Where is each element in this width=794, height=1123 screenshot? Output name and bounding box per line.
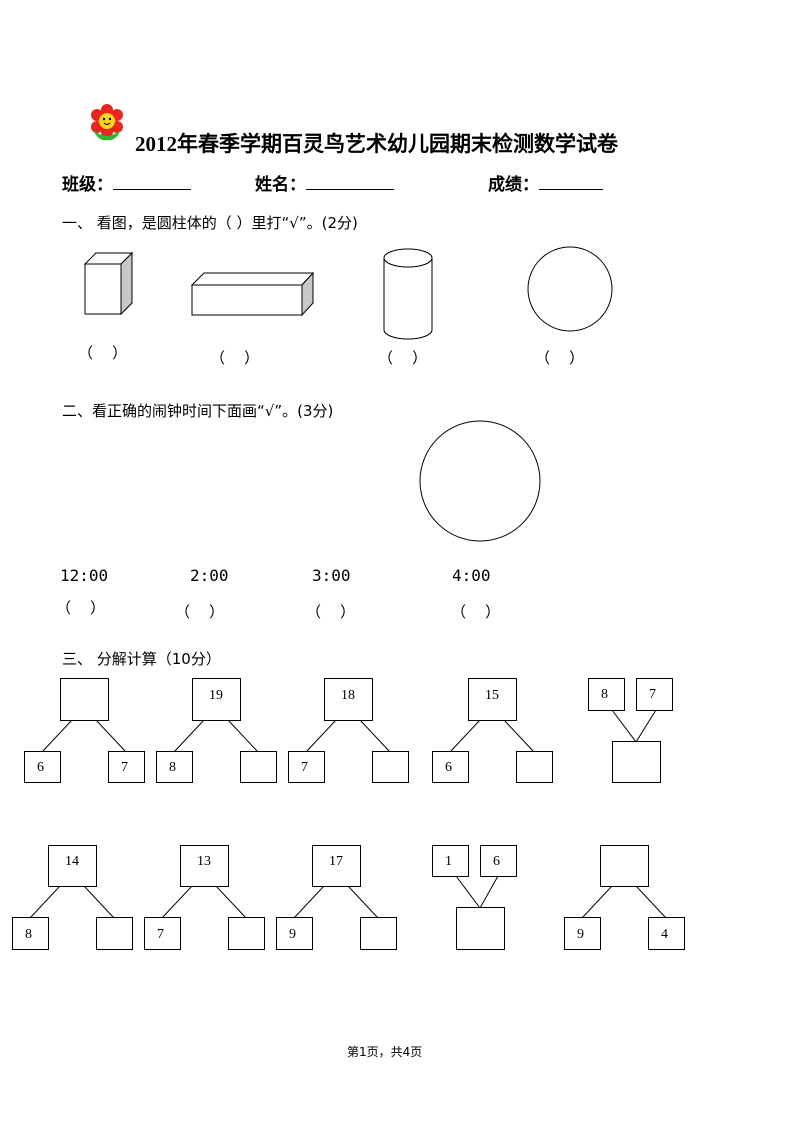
compose-1-bottom-box[interactable] [612, 741, 661, 783]
compose-2-bottom-box[interactable] [456, 907, 505, 950]
page-title: 2012年春季学期百灵鸟艺术幼儿园期末检测数学试卷 [135, 132, 618, 156]
name-label: 姓名： [255, 175, 306, 195]
answer-paren-1200[interactable]: （ ） [56, 599, 106, 617]
time-option-400: 4:00 [452, 566, 491, 585]
decomp-3-top-box[interactable]: 18 [324, 678, 373, 721]
decomp-2-left-box[interactable]: 8 [156, 751, 193, 783]
class-blank[interactable] [113, 173, 191, 190]
decomp-6-top-box[interactable]: 14 [48, 845, 97, 887]
time-option-1200: 12:00 [60, 566, 109, 585]
page-footer: 第1页，共4页 [347, 1045, 423, 1059]
answer-paren-cylinder[interactable]: （ ） [378, 349, 428, 367]
decomp-1-top-box[interactable] [60, 678, 109, 721]
answer-paren-cube[interactable]: （ ） [78, 344, 128, 362]
decomp-4-top-box[interactable]: 15 [468, 678, 517, 721]
time-option-200: 2:00 [190, 566, 229, 585]
name-field: 姓名： [255, 170, 394, 195]
decomp-8-top-box[interactable]: 17 [312, 845, 361, 887]
decomp-6-left-box[interactable]: 8 [12, 917, 49, 950]
compose-2-top-left-box[interactable]: 1 [432, 845, 469, 877]
decomp-7-right-box[interactable] [228, 917, 265, 950]
answer-paren-300[interactable]: （ ） [306, 603, 356, 621]
class-label: 班级： [62, 175, 113, 195]
cylinder-shape [383, 248, 433, 340]
cuboid-shape [190, 271, 315, 317]
decomp-6-right-box[interactable] [96, 917, 133, 950]
answer-paren-400[interactable]: （ ） [451, 603, 501, 621]
section3-heading: 三、 分解计算（10分） [62, 650, 221, 668]
decomp-8-right-box[interactable] [360, 917, 397, 950]
decomp-10-top-box[interactable] [600, 845, 649, 887]
decomp-3-right-box[interactable] [372, 751, 409, 783]
decomp-8-left-box[interactable]: 9 [276, 917, 313, 950]
section2-heading: 二、看正确的闹钟时间下面画“√”。(3分) [62, 402, 334, 420]
name-blank[interactable] [306, 173, 394, 190]
circle-shape [527, 246, 613, 332]
decomp-1-left-box[interactable]: 6 [24, 751, 61, 783]
decomp-3-left-box[interactable]: 7 [288, 751, 325, 783]
section1-heading: 一、 看图，是圆柱体的（ ）里打“√”。(2分) [62, 214, 358, 232]
decomp-7-top-box[interactable]: 13 [180, 845, 229, 887]
score-label: 成绩： [488, 175, 539, 195]
compose-2-top-right-box[interactable]: 6 [480, 845, 517, 877]
class-field: 班级： [62, 170, 191, 195]
decomp-4-right-box[interactable] [516, 751, 553, 783]
compose-1-top-left-box[interactable]: 8 [588, 678, 625, 711]
decomp-2-right-box[interactable] [240, 751, 277, 783]
decomp-10-left-box[interactable]: 9 [564, 917, 601, 950]
answer-paren-cuboid[interactable]: （ ） [210, 349, 260, 367]
decomp-7-left-box[interactable]: 7 [144, 917, 181, 950]
decomp-10-right-box[interactable]: 4 [648, 917, 685, 950]
time-option-300: 3:00 [312, 566, 351, 585]
compose-1-top-right-box[interactable]: 7 [636, 678, 673, 711]
cube-shape [83, 251, 134, 316]
answer-paren-200[interactable]: （ ） [175, 603, 225, 621]
decomp-4-left-box[interactable]: 6 [432, 751, 469, 783]
score-blank[interactable] [539, 173, 603, 190]
score-field: 成绩： [488, 170, 603, 195]
decomp-2-top-box[interactable]: 19 [192, 678, 241, 721]
decomp-1-right-box[interactable]: 7 [108, 751, 145, 783]
answer-paren-circle[interactable]: （ ） [535, 349, 585, 367]
